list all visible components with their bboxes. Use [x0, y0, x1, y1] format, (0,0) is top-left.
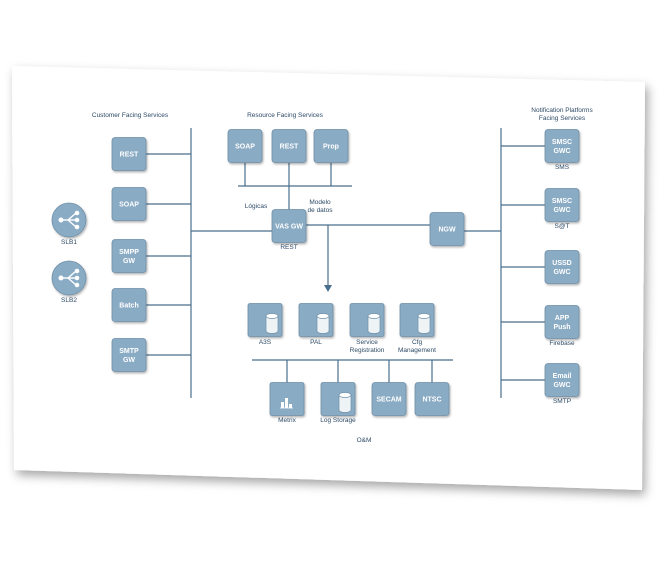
vas-gw-caption: REST [280, 244, 297, 251]
om-label: O&M [357, 437, 372, 444]
om-node-metrix [269, 382, 305, 416]
customer-node-batch: Batch [111, 288, 147, 322]
header-customer-facing: Customer Facing Services [92, 112, 169, 119]
om-node-secam-label: SECAM [376, 396, 401, 403]
resource-node-prop: Prop [313, 129, 349, 163]
database-icon [417, 316, 431, 334]
notification-caption-3: Firebase [549, 340, 575, 347]
vas-gw-node-label: VAS GW [275, 223, 303, 230]
load-balancer-label-slb1: SLB1 [61, 239, 77, 246]
load-balancer-icon [58, 210, 80, 230]
header-notification-line2: Facing Services [539, 115, 586, 122]
om-node-ntsc-label: NTSC [422, 396, 441, 403]
resource-node-rest: REST [271, 129, 307, 163]
db-node-1 [298, 303, 334, 337]
om-node-ntsc: NTSC [414, 382, 450, 416]
customer-node-soap: SOAP [111, 187, 147, 221]
om-node-secam: SECAM [371, 382, 407, 416]
arrow-head [324, 285, 332, 292]
notification-caption-4: SMTP [553, 398, 571, 405]
database-icon [338, 395, 352, 413]
header-notification-line1: Notification Platforms [531, 107, 593, 114]
db-node-3 [399, 303, 435, 337]
ngw-node-label: NGW [438, 226, 456, 233]
bar-chart-icon [285, 398, 288, 408]
connection-lines [146, 128, 545, 398]
om-node-metrix-caption: Metrix [278, 417, 296, 424]
load-balancer-label-slb2: SLB2 [61, 297, 77, 304]
customer-node-soap-label: SOAP [119, 201, 139, 208]
database-icon [265, 316, 279, 334]
db-caption-0: A3S [259, 339, 272, 346]
resource-node-soap: SOAP [227, 129, 263, 163]
load-balancer-slb2 [51, 260, 87, 296]
resource-node-prop-label: Prop [323, 143, 339, 150]
resource-node-soap-label: SOAP [235, 143, 255, 150]
vas-gw-node: VAS GW [271, 209, 307, 243]
note-logicas: Lógicas [245, 203, 268, 210]
load-balancer-slb1 [51, 202, 87, 238]
om-node-log-storage-caption: Log Storage [320, 417, 356, 424]
load-balancer-icon [58, 268, 80, 288]
customer-node-rest: REST [111, 137, 147, 171]
bar-chart-icon [289, 404, 292, 408]
database-icon [367, 316, 381, 334]
ngw-node: NGW [429, 212, 465, 246]
om-node-log-storage [320, 382, 356, 416]
customer-node-rest-label: REST [120, 151, 139, 158]
notification-caption-0: SMS [555, 164, 570, 171]
diagram-labels: Customer Facing Services Resource Facing … [61, 107, 593, 444]
db-caption-1: PAL [310, 339, 322, 346]
db-node-2 [349, 303, 385, 337]
bar-chart-icon [281, 402, 284, 408]
resource-node-rest-label: REST [280, 143, 299, 150]
header-resource-facing: Resource Facing Services [247, 112, 324, 119]
notification-caption-1: S@T [555, 223, 570, 230]
db-node-0 [247, 303, 283, 337]
customer-node-batch-label: Batch [119, 302, 138, 309]
database-icon [316, 316, 330, 334]
